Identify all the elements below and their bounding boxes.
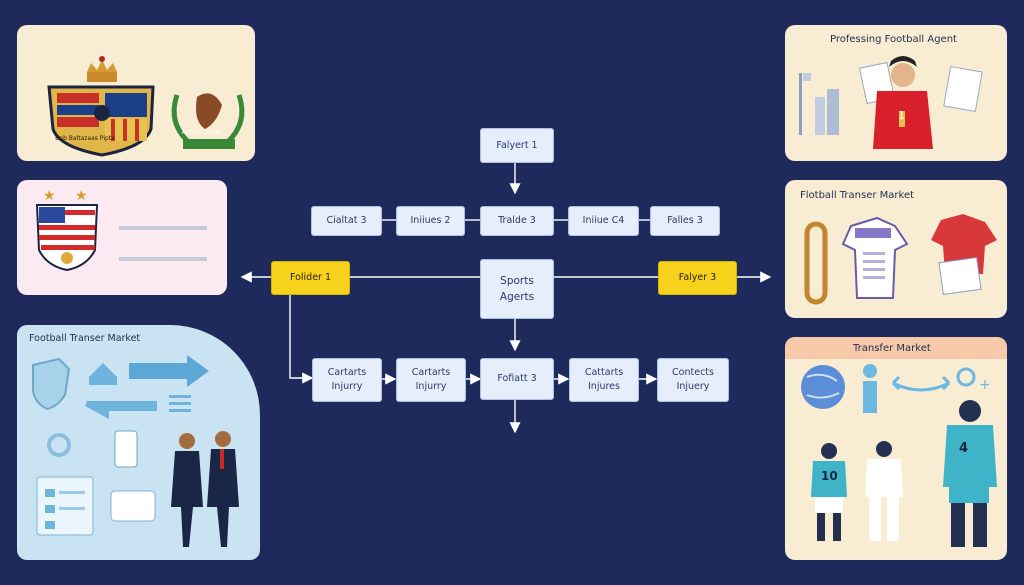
panel-title: Football Transer Market — [29, 333, 141, 344]
crest-illustration — [47, 56, 245, 157]
businessmen-icon — [171, 431, 239, 547]
jerseys-illustration — [804, 214, 997, 305]
player-number-10: 10 — [821, 469, 838, 483]
panel-title: Flotball Transer Market — [800, 190, 915, 201]
globe-icon — [801, 365, 845, 409]
node-left-highlight[interactable]: Folider 1 — [271, 261, 350, 295]
node-row2-2[interactable]: Cartarts Injurry — [396, 358, 466, 402]
panel-header-band — [785, 337, 1007, 359]
flag-shield-icon — [35, 204, 99, 272]
market-illustration — [32, 355, 239, 547]
person-icon — [863, 364, 877, 413]
shield-outline-icon — [32, 357, 71, 411]
node-top[interactable]: Falyert 1 — [480, 128, 554, 163]
flag-illustration: ★★ — [35, 188, 207, 272]
shield-icon — [47, 85, 155, 157]
player-tall-icon — [943, 400, 997, 547]
player-number-4: 4 — [959, 441, 969, 456]
jersey-red-icon — [931, 214, 997, 296]
left-arrow-icon — [85, 395, 157, 419]
jersey-purple-icon — [841, 216, 909, 299]
svg-text:★: ★ — [75, 188, 88, 204]
node-row2-3[interactable]: Fofiatt 3 — [480, 358, 554, 400]
crown-icon — [87, 56, 117, 82]
house-icon — [89, 363, 117, 385]
node-row1-3[interactable]: Tralde 3 — [480, 206, 554, 236]
document-icon — [36, 476, 94, 536]
crest-panel: Bnb Baltazaas Pipta ANEUBS ORANG — [17, 25, 255, 161]
transfer-market-panel-right: Flotball Transer Market — [785, 180, 1007, 318]
text-lines-icon — [119, 226, 207, 261]
flag-panel: ★★ — [17, 180, 227, 295]
professing-agent-panel: Professing Football Agent 1 — [785, 25, 1007, 161]
panel-title: Transfer Market — [853, 343, 931, 354]
players-illustration: + — [801, 364, 997, 547]
list-lines-icon — [169, 395, 191, 412]
node-center[interactable]: Sports Agerts — [480, 259, 554, 319]
node-row2-5[interactable]: Contects Injuery — [657, 358, 729, 402]
handshake-arrow-icon — [129, 355, 209, 387]
transfer-market-players-panel: Transfer Market + 10 4 — [785, 337, 1007, 560]
chat-bubble-icon — [110, 490, 156, 522]
connector-left-branch — [289, 294, 314, 384]
crest-text: Bnb Baltazaas Pipta — [55, 135, 115, 142]
gear-icon — [47, 433, 71, 457]
footballer-agent-icon — [873, 56, 933, 149]
node-row1-4[interactable]: Iniiue C4 — [568, 206, 639, 236]
agent-illustration — [799, 56, 983, 149]
location-plus-icon: + — [956, 367, 991, 393]
phone-icon — [114, 430, 138, 468]
swap-arrow-icon — [891, 375, 951, 392]
bar-chart-icon — [799, 73, 839, 135]
node-row2-1[interactable]: Cartarts Injurry — [312, 358, 382, 402]
svg-text:★: ★ — [43, 188, 56, 204]
panel-title: Professing Football Agent — [830, 34, 957, 45]
jersey-number: 1 — [898, 109, 905, 122]
node-row1-2[interactable]: Iniiues 2 — [396, 206, 465, 236]
star-icon: ★★ — [43, 188, 88, 204]
node-right-highlight[interactable]: Falyer 3 — [658, 261, 737, 295]
player-teal-icon — [811, 443, 847, 541]
badge-text: ANEUBS ORANG — [181, 130, 223, 136]
svg-text:+: + — [979, 377, 991, 393]
paperclip-icon — [804, 221, 828, 305]
player-white-icon — [865, 441, 903, 541]
node-row1-1[interactable]: Cialtat 3 — [311, 206, 382, 236]
node-row2-4[interactable]: Cattarts Injures — [569, 358, 639, 402]
node-row1-5[interactable]: Falles 3 — [650, 206, 720, 236]
transfer-market-panel-left: Football Transer Market — [17, 325, 260, 560]
laurel-badge-icon — [171, 93, 245, 149]
